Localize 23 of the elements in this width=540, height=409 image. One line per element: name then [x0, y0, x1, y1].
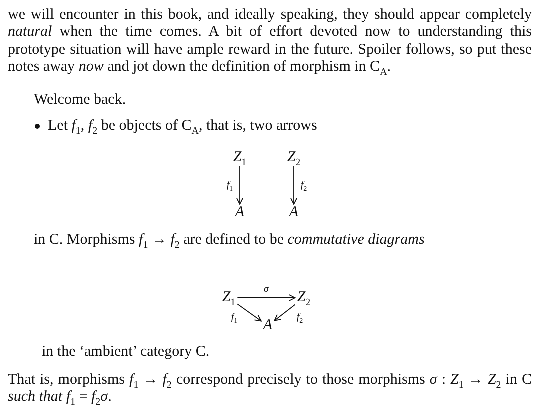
edge-label: f$_{2}$ [296, 313, 304, 323]
text-paragraph: Welcome back. [34, 92, 128, 110]
math-object: A [233, 204, 247, 222]
edge-label: f$_{1}$ [231, 313, 238, 323]
arrow [274, 304, 296, 322]
edge-label: σ [264, 285, 269, 295]
math-object: Z$_{1}$ [220, 290, 238, 306]
edge-label: f$_{2}$ [300, 180, 308, 190]
arrow [237, 294, 296, 302]
arrow [290, 166, 298, 205]
edge-label: f$_{1}$ [226, 180, 234, 190]
text-paragraph: in C. Morphisms f$_{1}$ → f$_{2}$ are defined to be commutative diagrams [34, 232, 426, 250]
math-object: A [287, 204, 301, 222]
math-object: Z$_{2}$ [295, 290, 313, 306]
text-paragraph: Let f$_{1}$, f$_{2}$ be objects of C$_{A}$, that is, two arrows [48, 118, 318, 136]
math-object: A [261, 318, 275, 334]
math-object: Z$_{1}$ [231, 150, 249, 166]
arrow [236, 166, 244, 205]
arrow [237, 304, 262, 322]
text-paragraph: That is, morphisms f$_{1}$ → f$_{2}$ correspond precisely to those morphisms σ : Z$_{1}$ → Z$_{2}$ in C such that f$_{1}$ = f$_{2}$σ. [8, 372, 532, 407]
text-paragraph: in the ‘ambient’ category C. [42, 344, 211, 362]
text-paragraph: we will encounter in this book, and ideally speaking, they should appear completely natural when the time comes. A bit of effort devoted now to understanding this prototype situation will have ample reward in the future. Spoiler follows, so put these notes away now and jot down the definition of morphism in C$_{A}$. [8, 7, 532, 77]
math-object: Z$_{2}$ [285, 150, 303, 166]
